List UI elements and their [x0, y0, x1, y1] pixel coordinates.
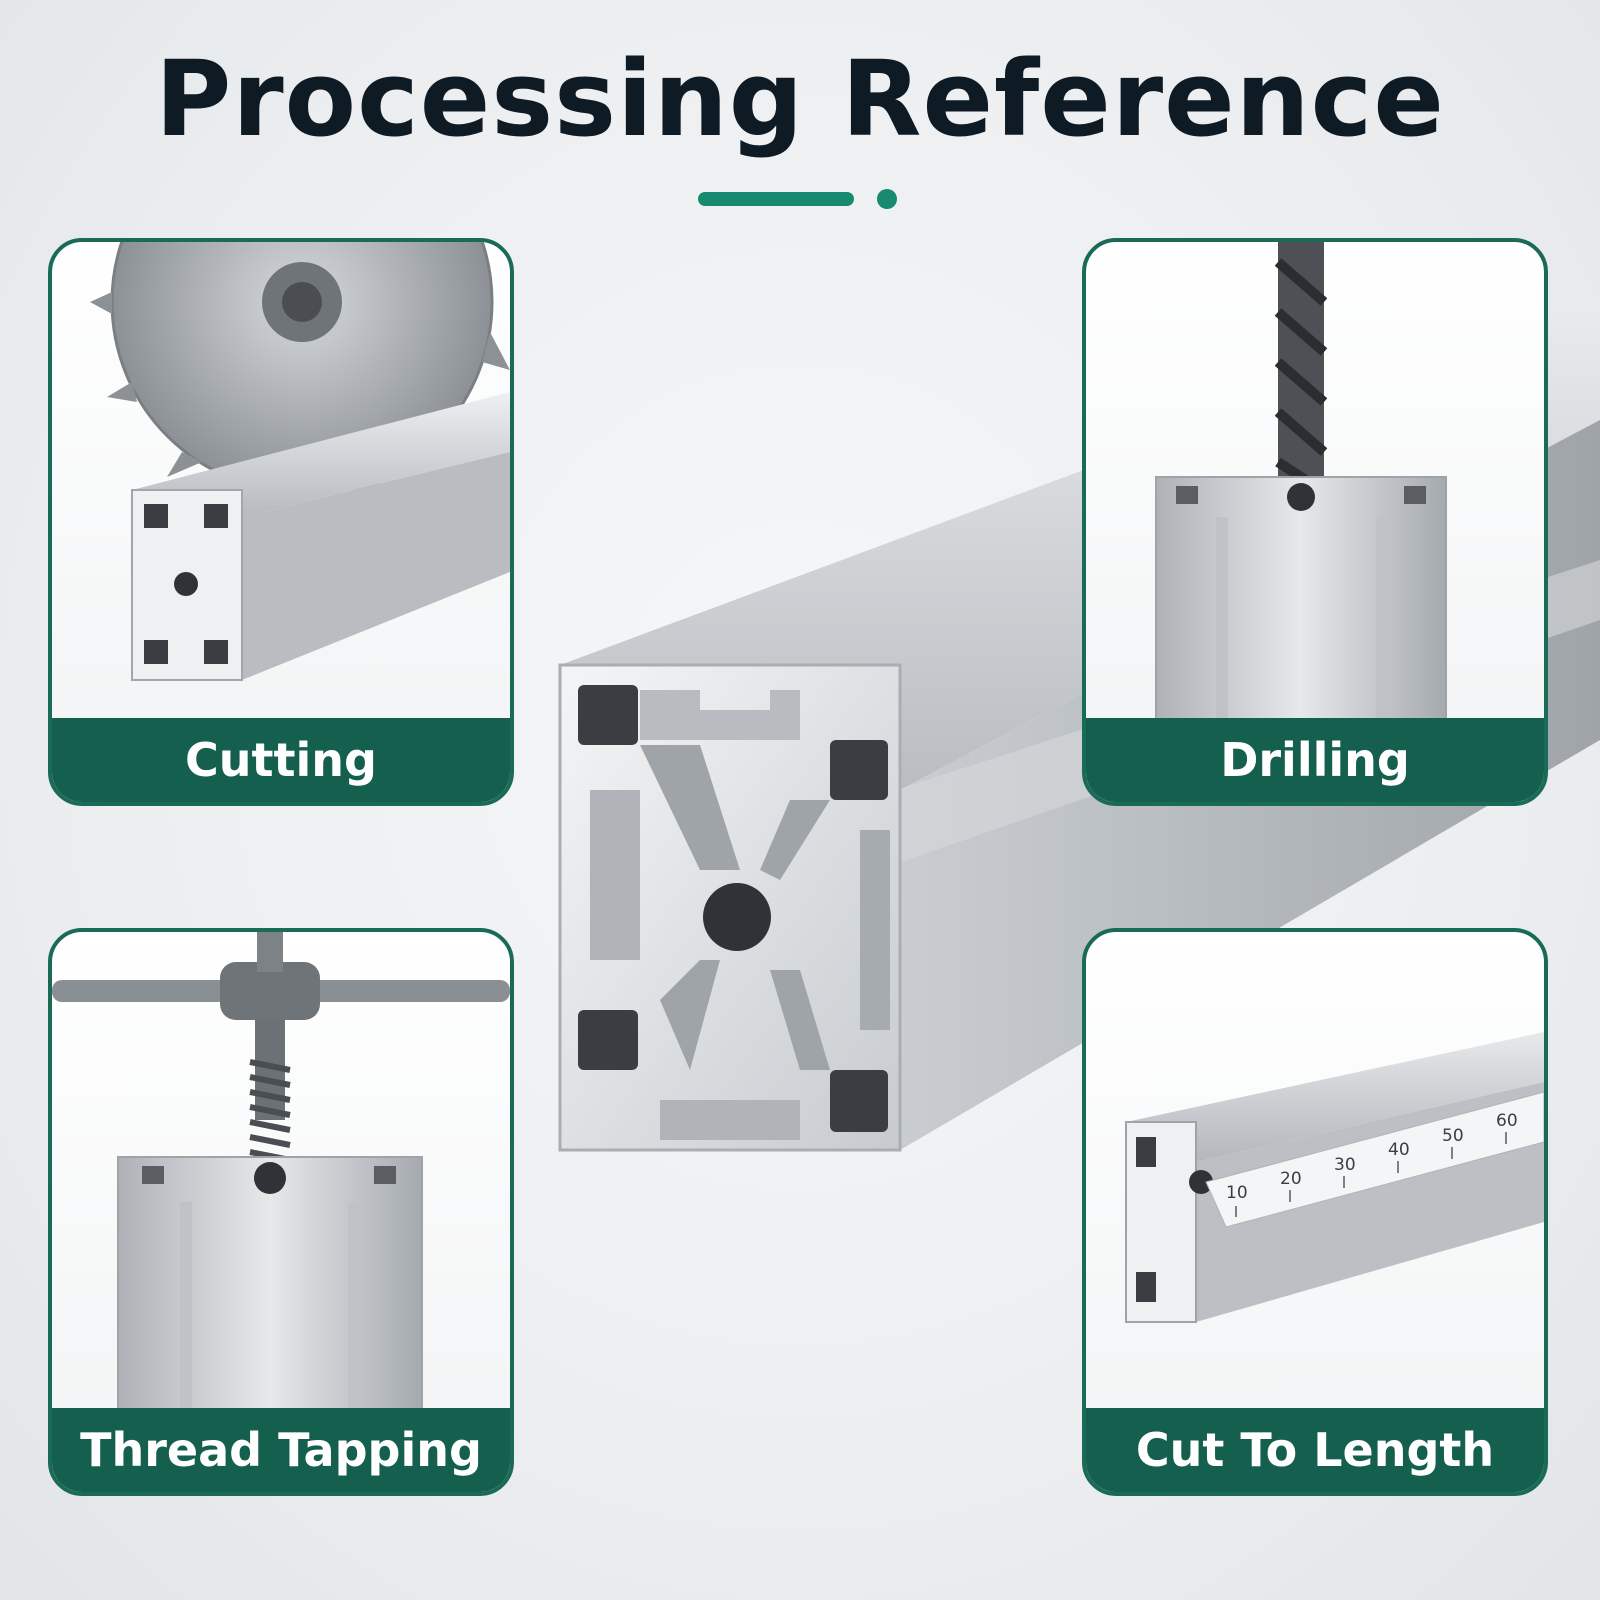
- page-title: Processing Reference: [155, 38, 1445, 160]
- tap-wrench-icon: [52, 932, 510, 1410]
- card-label: Drilling: [1086, 718, 1544, 802]
- ruler-icon: 10 20 30 40 50 60: [1125, 1032, 1544, 1323]
- title-underline-dot: [877, 189, 897, 209]
- title-underline-bar: [698, 192, 854, 206]
- drill-bit-icon: [1155, 242, 1447, 720]
- card-label: Cutting: [52, 718, 510, 802]
- ruler-mark: 10: [1226, 1183, 1248, 1203]
- card-thread-tapping: Thread Tapping: [48, 928, 514, 1496]
- ruler-mark: 30: [1334, 1155, 1356, 1175]
- card-drilling: Drilling: [1082, 238, 1548, 806]
- card-cutting: Cutting: [48, 238, 514, 806]
- ruler-mark: 50: [1442, 1126, 1464, 1146]
- ruler-mark: 20: [1280, 1169, 1302, 1189]
- card-cut-to-length: 10 20 30 40 50 60 Cut To Length: [1082, 928, 1548, 1496]
- ruler-mark: 60: [1496, 1111, 1518, 1131]
- card-label: Thread Tapping: [52, 1408, 510, 1492]
- saw-blade-icon: [90, 242, 510, 681]
- card-label: Cut To Length: [1086, 1408, 1544, 1492]
- ruler-mark: 40: [1388, 1140, 1410, 1160]
